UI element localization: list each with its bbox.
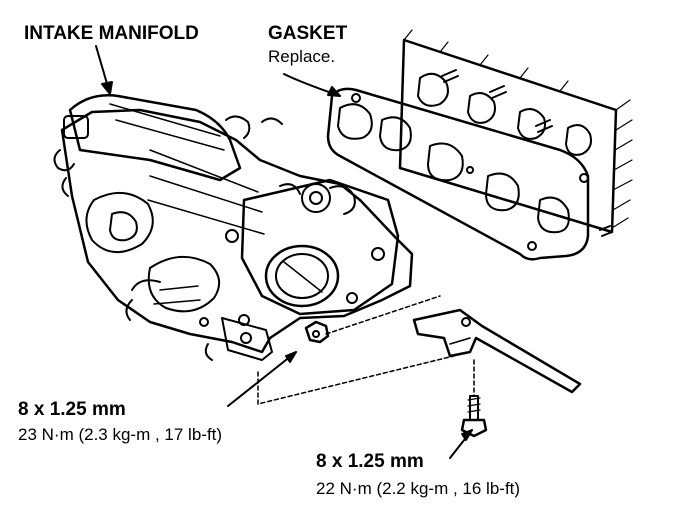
bolt-torque-spec: 22 N·m (2.2 kg-m , 16 lb-ft) — [316, 479, 521, 498]
bracket-bolt — [460, 395, 488, 438]
bolt-size-label: 8 x 1.25 mm — [316, 451, 424, 472]
gasket-note: Replace. — [268, 47, 336, 66]
gasket-label: GASKET — [268, 23, 348, 44]
intake-manifold-body — [53, 94, 414, 361]
manifold-bracket — [412, 308, 582, 394]
callout-arrows — [95, 45, 473, 459]
nut-size-label: 8 x 1.25 mm — [18, 399, 126, 420]
alignment-lines — [257, 295, 475, 405]
nut-torque-spec: 23 N·m (2.3 kg-m , 17 lb-ft) — [18, 425, 223, 444]
manifold-nut — [304, 320, 330, 344]
intake-manifold-label: INTAKE MANIFOLD — [24, 23, 199, 44]
cylinder-head-flange — [398, 29, 633, 237]
gasket-outline — [326, 87, 590, 261]
